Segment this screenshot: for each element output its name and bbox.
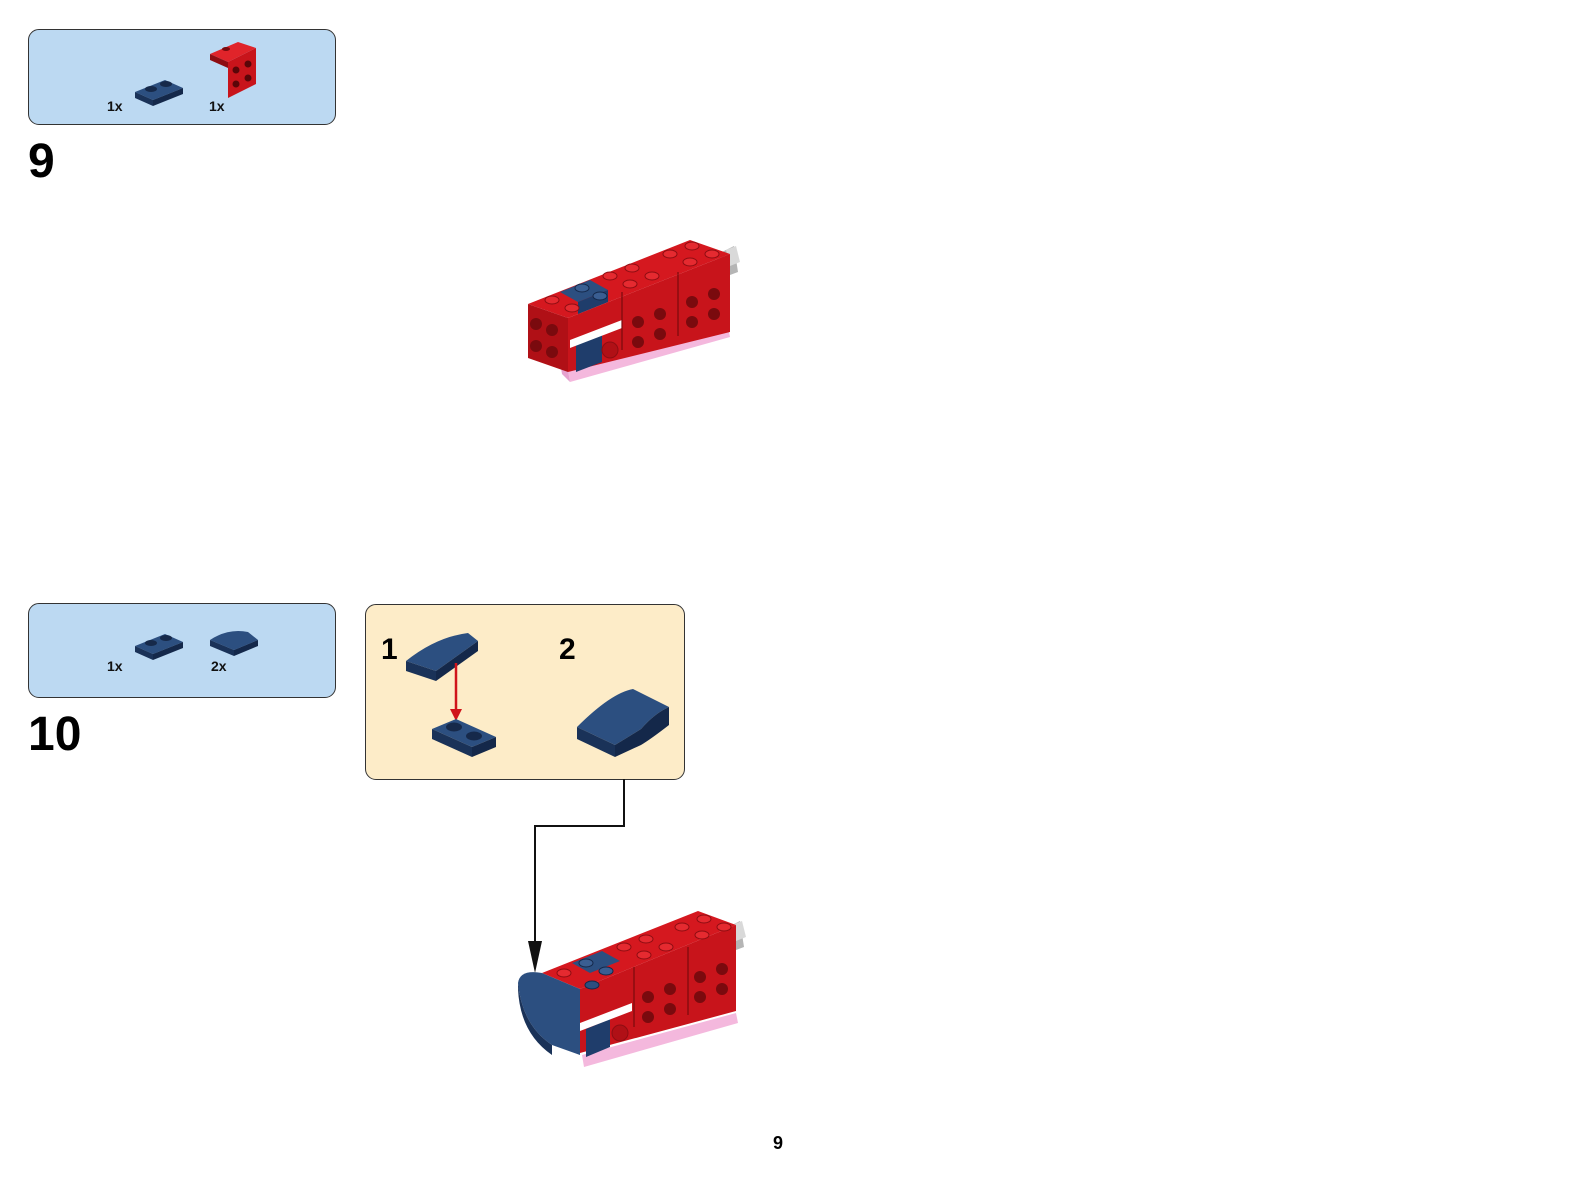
step-number: 10 (28, 708, 82, 761)
callout-connector-arrow (528, 779, 625, 973)
step-number: 9 (28, 135, 55, 188)
part-quantity: 2x (211, 658, 227, 674)
substep-1-illustration (406, 633, 496, 757)
part-quantity: 1x (107, 658, 123, 674)
substep-number: 1 (381, 633, 398, 666)
dark-blue-curved-slope-icon (204, 598, 284, 678)
dark-blue-plate-1x2-icon (129, 40, 209, 120)
red-bracket-icon (204, 34, 284, 114)
part-quantity: 1x (209, 98, 225, 114)
part-quantity: 1x (107, 98, 123, 114)
subassembly-callout: 1 2 (365, 604, 685, 780)
step-9-model-illustration (520, 232, 750, 407)
page-number: 9 (773, 1133, 784, 1153)
dark-blue-plate-1x2-icon (129, 598, 209, 678)
step-9-parts-box: 1x 1x (28, 29, 336, 125)
substep-number: 2 (559, 633, 576, 666)
step-10-parts-box: 1x 2x (28, 603, 336, 698)
step-10-model-illustration (512, 905, 757, 1080)
substep-2-illustration (577, 689, 669, 757)
